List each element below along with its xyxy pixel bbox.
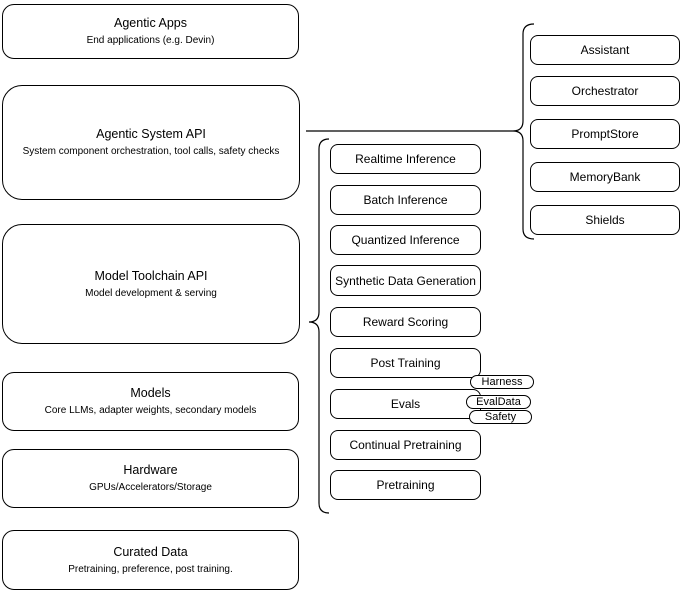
box-evals: Evals: [330, 389, 481, 419]
box-reward-scoring: Reward Scoring: [330, 307, 481, 337]
box-quantized-inference: Quantized Inference: [330, 225, 481, 255]
box-batch-inference: Batch Inference: [330, 185, 481, 215]
box-label: Shields: [585, 213, 625, 227]
box-title: Models: [130, 386, 171, 400]
box-subtitle: Pretraining, preference, post training.: [68, 563, 233, 575]
box-label: Evals: [390, 397, 421, 411]
box-realtime-inference: Realtime Inference: [330, 144, 481, 174]
pill-label: Harness: [481, 376, 523, 388]
pill-label: EvalData: [476, 396, 521, 408]
eval-tag-harness: Harness: [470, 375, 534, 389]
box-label: Realtime Inference: [355, 152, 456, 166]
box-subtitle: System component orchestration, tool cal…: [22, 146, 280, 157]
box-label: Synthetic Data Generation: [335, 273, 476, 288]
box-subtitle: End applications (e.g. Devin): [86, 35, 215, 46]
box-label: Orchestrator: [571, 84, 639, 98]
box-label: Post Training: [370, 356, 441, 370]
pill-label: Safety: [484, 411, 517, 423]
box-agentic-system-api: Agentic System API System component orch…: [2, 85, 300, 200]
box-post-training: Post Training: [330, 348, 481, 378]
box-subtitle: Core LLMs, adapter weights, secondary mo…: [44, 405, 257, 416]
box-continual-pretraining: Continual Pretraining: [330, 430, 481, 460]
box-orchestrator: Orchestrator: [530, 76, 680, 106]
box-agentic-apps: Agentic Apps End applications (e.g. Devi…: [2, 4, 299, 59]
box-title: Curated Data: [113, 544, 188, 559]
eval-tag-evaldata: EvalData: [466, 395, 531, 409]
box-synthetic-data-generation: Synthetic Data Generation: [330, 265, 481, 296]
box-model-toolchain-api: Model Toolchain API Model development & …: [2, 224, 300, 344]
toolchain-brace: [308, 138, 330, 514]
box-title: Model Toolchain API: [94, 268, 208, 283]
box-label: Reward Scoring: [362, 315, 449, 329]
box-title: Agentic Apps: [114, 16, 187, 30]
box-label: Continual Pretraining: [349, 438, 462, 452]
box-label: PromptStore: [571, 127, 639, 141]
box-title: Hardware: [123, 463, 178, 477]
box-shields: Shields: [530, 205, 680, 235]
box-label: MemoryBank: [569, 170, 641, 184]
box-hardware: Hardware GPUs/Accelerators/Storage: [2, 449, 299, 508]
box-title: Agentic System API: [96, 127, 206, 141]
box-promptstore: PromptStore: [530, 119, 680, 149]
box-curated-data: Curated Data Pretraining, preference, po…: [2, 530, 299, 590]
box-assistant: Assistant: [530, 35, 680, 65]
eval-tag-safety: Safety: [469, 410, 532, 424]
box-subtitle: Model development & serving: [85, 287, 217, 299]
box-memorybank: MemoryBank: [530, 162, 680, 192]
box-label: Assistant: [580, 43, 630, 57]
box-label: Quantized Inference: [351, 233, 460, 247]
box-models: Models Core LLMs, adapter weights, secon…: [2, 372, 299, 431]
box-subtitle: GPUs/Accelerators/Storage: [89, 482, 212, 493]
box-label: Pretraining: [376, 478, 435, 492]
box-pretraining: Pretraining: [330, 470, 481, 500]
box-label: Batch Inference: [363, 193, 448, 207]
